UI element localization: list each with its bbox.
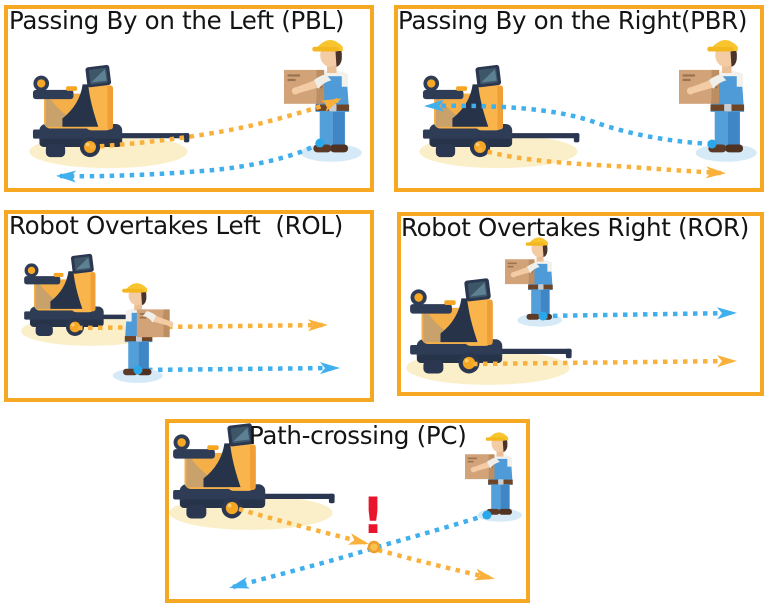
panel-title-ror: Robot Overtakes Right (ROR) bbox=[401, 213, 749, 242]
human-path-start-dot bbox=[482, 510, 492, 520]
human-path-start-dot bbox=[315, 138, 325, 148]
panel-pbl: Passing By on the Left (PBL) bbox=[4, 5, 374, 192]
human-path bbox=[542, 307, 737, 320]
robot-path bbox=[238, 506, 369, 546]
scene-ror bbox=[397, 212, 764, 396]
scene-pbl bbox=[4, 5, 374, 192]
scene-pbr bbox=[394, 5, 764, 192]
panel-ror: Robot Overtakes Right (ROR) bbox=[397, 212, 764, 396]
robot-path-after-cross bbox=[377, 547, 495, 581]
panel-title-pbr: Passing By on the Right(PBR) bbox=[398, 6, 748, 35]
panel-rol: Robot Overtakes Left (ROL) bbox=[4, 210, 374, 402]
human-path bbox=[56, 141, 322, 183]
panel-pc: Path-crossing (PC) ! bbox=[165, 419, 530, 603]
collision-warning: ! bbox=[362, 487, 385, 545]
robot-path bbox=[477, 146, 726, 179]
human-path bbox=[424, 99, 713, 147]
panel-pbr: Passing By on the Right(PBR) bbox=[394, 5, 764, 192]
human-path bbox=[229, 512, 488, 590]
panel-title-pc: Path-crossing (PC) bbox=[249, 421, 467, 450]
robot-path bbox=[472, 355, 737, 368]
human-path-start-dot bbox=[538, 311, 548, 321]
human-path bbox=[137, 362, 340, 375]
robot-path bbox=[77, 319, 328, 332]
scene-pc: ! bbox=[165, 419, 530, 603]
panel-title-pbl: Passing By on the Left (PBL) bbox=[9, 6, 345, 35]
path-cross-point bbox=[367, 540, 381, 554]
panel-title-rol: Robot Overtakes Left (ROL) bbox=[9, 211, 343, 240]
human-path-start-dot bbox=[133, 365, 143, 375]
scene-rol bbox=[4, 210, 374, 402]
human-path-start-dot bbox=[707, 139, 717, 149]
